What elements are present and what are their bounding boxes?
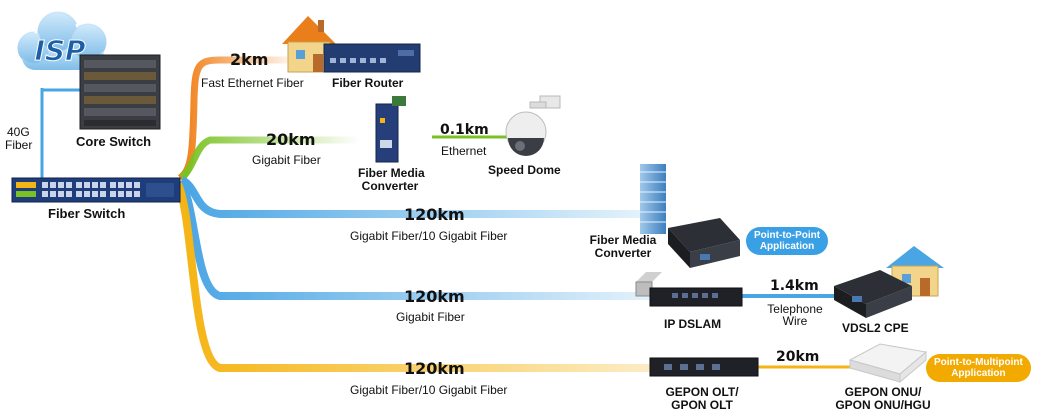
- link-distance-7: 120km: [404, 359, 465, 378]
- gepon-olt-icon: [649, 357, 759, 377]
- badge-text-4: Application: [951, 368, 1006, 379]
- point-to-point-badge: Point-to-Point Application: [746, 227, 829, 255]
- link-blue-fiber-1: [179, 176, 640, 218]
- link-distance-1: 2km: [230, 50, 269, 69]
- badge-text-2: Application: [759, 241, 815, 252]
- point-to-multipoint-badge: Point-to-Multipoint Application: [926, 354, 1031, 382]
- gepon-olt-label-1: GEPON OLT/: [665, 385, 739, 399]
- gepon-onu-icon: [848, 343, 928, 384]
- link-distance-6: 1.4km: [770, 278, 819, 294]
- link-medium-6-line1: Telephone: [767, 302, 823, 316]
- core-switch-label: Core Switch: [76, 134, 152, 149]
- media-converter-icon: [375, 96, 406, 163]
- link-distance-4: 120km: [404, 205, 465, 224]
- fiber-router-icon: [323, 43, 421, 73]
- media-converter-2-label-2: Converter: [594, 246, 652, 260]
- vdsl2-cpe-label: VDSL2 CPE: [842, 321, 909, 335]
- link-medium-2: Gigabit Fiber: [252, 153, 321, 167]
- badge-text-3: Point-to-Multipoint: [934, 357, 1023, 368]
- media-converter-1-label-1: Fiber Media: [358, 166, 425, 180]
- badge-text-1: Point-to-Point: [754, 230, 821, 241]
- link-medium-6-line2: Wire: [782, 314, 808, 328]
- gepon-onu-label-1: GEPON ONU/: [844, 385, 922, 399]
- link-distance-5: 120km: [404, 287, 465, 306]
- link-green-fiber: [179, 136, 360, 181]
- fiber-switch-icon: [11, 177, 181, 203]
- uplink-label-1: 40G: [7, 125, 30, 139]
- gepon-onu-label-2: GPON ONU/HGU: [835, 398, 931, 412]
- link-blue-fiber-2: [176, 179, 650, 300]
- uplink-label-2: Fiber: [5, 138, 33, 152]
- media-converter-2-icon: [668, 218, 740, 268]
- core-switch-icon: [79, 54, 161, 130]
- link-distance-3: 0.1km: [440, 122, 489, 138]
- vdsl2-cpe-icon: [834, 270, 912, 318]
- link-medium-1: Fast Ethernet Fiber: [201, 76, 304, 90]
- link-distance-2: 20km: [266, 130, 316, 149]
- fiber-switch-label: Fiber Switch: [48, 206, 126, 221]
- link-medium-3: Ethernet: [441, 144, 487, 158]
- speed-dome-camera-icon: [505, 95, 561, 156]
- speed-dome-label: Speed Dome: [488, 163, 561, 177]
- link-medium-5: Gigabit Fiber: [396, 310, 465, 324]
- gepon-olt-label-2: GPON OLT: [671, 398, 733, 412]
- link-distance-8: 20km: [776, 349, 820, 365]
- media-converter-1-label-2: Converter: [361, 179, 419, 193]
- media-converter-2-label-1: Fiber Media: [589, 233, 657, 247]
- ip-dslam-label: IP DSLAM: [664, 317, 722, 331]
- ip-dslam-icon: [635, 272, 743, 307]
- isp-cloud-icon: ISP: [14, 8, 110, 70]
- link-yellow-fiber: [174, 182, 650, 372]
- link-medium-4: Gigabit Fiber/10 Gigabit Fiber: [350, 229, 508, 243]
- office-building-icon: [640, 164, 666, 234]
- link-medium-7: Gigabit Fiber/10 Gigabit Fiber: [350, 383, 508, 397]
- isp-label: ISP: [34, 34, 86, 67]
- fiber-router-label: Fiber Router: [332, 76, 404, 90]
